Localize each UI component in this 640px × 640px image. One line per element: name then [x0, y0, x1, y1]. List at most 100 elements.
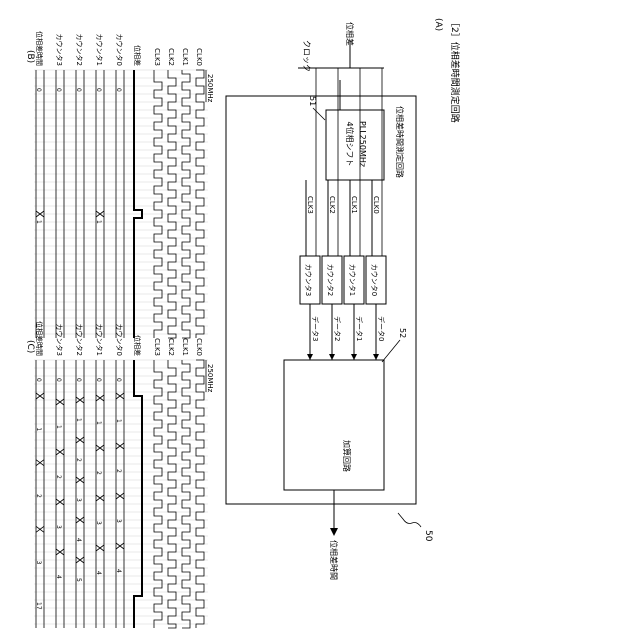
inner-title: 位相差時間測定回路	[395, 106, 405, 178]
data-label-3: データ3	[311, 316, 320, 341]
panel_c-bus-start-4: 0	[35, 378, 42, 382]
panel_c-bus-value: 3	[55, 525, 62, 529]
panel-b-timing: (B) 250MHzCLK0 CLK1 CLK2 CLK3 位相差カウンタ0 カウンタ1 カウ…	[25, 31, 214, 338]
panel_b-bus-start-3: 0	[55, 88, 62, 92]
data-label-2: データ2	[333, 316, 342, 341]
output-arrow	[330, 528, 338, 536]
panel_c-bus-cross	[56, 449, 64, 455]
panel_b-row-label-3: CLK3	[153, 48, 161, 66]
phase-input-label: 位相差	[345, 22, 355, 46]
panel_c-label: (C)	[25, 340, 35, 353]
panel-a-label: (A)	[433, 18, 443, 31]
panel_c-bus-value: 1	[95, 421, 102, 425]
panel_b-row-label-7: カウンタ2	[75, 34, 84, 66]
panel_c-row-label-5: カウンタ0	[115, 324, 124, 356]
panel_c-bus-value: 3	[95, 521, 102, 525]
panel_c-row-label-3: CLK3	[153, 338, 161, 356]
panel_b-row-label-8: カウンタ3	[55, 34, 64, 66]
clock-input-label: クロック	[302, 40, 311, 72]
panel_b-bus-start-0: 0	[115, 88, 122, 92]
panel_b-row-label-4: 位相差	[133, 45, 142, 66]
panel_b-row-label-0: CLK0	[195, 48, 203, 66]
panel_b-bus-start-4: 0	[35, 88, 42, 92]
pll-line1: PLL250MHz	[358, 121, 367, 167]
pll-line2: 4位相シフト	[345, 121, 355, 166]
panel_c-freq-label: 250MHz	[206, 364, 214, 393]
block-50-ref: 50	[423, 530, 433, 542]
panel_c-bus-value: 4	[75, 538, 82, 542]
panel_c-bus-cross	[36, 393, 44, 399]
panel_c-bus-cross	[116, 393, 124, 399]
panel_b-bus-start-2: 0	[75, 88, 82, 92]
pll-box	[326, 110, 384, 180]
panel_c-bus-value: 2	[55, 475, 62, 479]
panel_b-row-label-1: CLK1	[181, 48, 189, 66]
panel_b-clk-wave-2	[168, 70, 176, 338]
panel_b-bus-change-1: 1	[95, 220, 102, 224]
panel_c-bus-start-1: 0	[95, 378, 102, 382]
panel_b-clk-wave-0	[196, 70, 204, 338]
panel_c-bus-value: 2	[95, 471, 102, 475]
panel_b-row-label-6: カウンタ1	[95, 34, 104, 66]
panel_b-bus-start-1: 0	[95, 88, 102, 92]
panel_c-bus-value: 5	[75, 578, 82, 582]
panel_b-freq-label: 250MHz	[206, 74, 214, 103]
calc-ref: 52	[398, 328, 407, 338]
panel_c-bus-value: 1	[75, 418, 82, 422]
panel_c-bus-start-2: 0	[75, 378, 82, 382]
panel_c-bus-value: 3	[75, 498, 82, 502]
panel_c-clk-wave-2	[168, 360, 176, 628]
counter-label-1: カウンタ1	[348, 264, 357, 296]
panel_c-bus-value: 4	[55, 575, 62, 579]
panel_c-bus-value: 2	[75, 458, 82, 462]
panel-c-timing: (C) 250MHzCLK0 CLK1 CLK2 CLK3 位相差カウンタ0 カウンタ1 カウ…	[25, 321, 214, 628]
block-50-leader	[398, 513, 421, 527]
panel_c-row-label-2: CLK2	[167, 338, 175, 356]
panel_c-row-label-8: カウンタ3	[55, 324, 64, 356]
panel_c-row-label-1: CLK1	[181, 338, 189, 356]
panel_b-row-label-5: カウンタ0	[115, 34, 124, 66]
counter-label-0: カウンタ0	[370, 264, 379, 296]
panel_c-bus-value: 2	[115, 469, 122, 473]
panel-a: ［2］位相差時間測定回路 (A) 50 位相差時間測定回路 PLL250MHz …	[226, 18, 461, 580]
clk-label-3: CLK3	[306, 196, 314, 214]
output-label: 位相差時間	[329, 540, 339, 580]
panel_c-clk-wave-0	[196, 360, 204, 628]
panel_c-row-label-9: 位相差時間	[35, 321, 44, 356]
panel_c-bus-value: 3	[115, 519, 122, 523]
panel_c-bus-cross	[36, 526, 44, 532]
panel_b-label: (B)	[25, 50, 35, 63]
panel_c-row-label-4: 位相差	[133, 335, 142, 356]
panel_c-bus-cross	[36, 460, 44, 466]
panel-a-caption: ［2］位相差時間測定回路	[449, 18, 461, 123]
panel_c-row-label-7: カウンタ2	[75, 324, 84, 356]
counter-label-3: カウンタ3	[304, 264, 313, 296]
panel_c-bus-value: 1	[35, 427, 42, 431]
panel_c-bus-value: 4	[95, 571, 102, 575]
panel_c-bus-value: 1	[115, 419, 122, 423]
calc-box	[284, 360, 384, 490]
panel_c-bus-end-4: 17	[35, 602, 42, 610]
panel_b-row-label-2: CLK2	[167, 48, 175, 66]
panel_c-bus-value: 4	[115, 569, 122, 573]
clk-label-0: CLK0	[372, 196, 380, 214]
panel_b-row-label-9: 位相差時間	[35, 31, 44, 66]
panel_c-bus-value: 2	[35, 494, 42, 498]
data-label-0: データ0	[377, 316, 386, 341]
panel_b-bus-change-4: 1	[35, 220, 42, 224]
clk-label-2: CLK2	[328, 196, 336, 214]
panel_c-bus-start-0: 0	[115, 378, 122, 382]
calc-label: 加算回路	[342, 440, 352, 472]
panel_c-bus-value: 3	[35, 561, 42, 565]
panel_c-bus-value: 1	[55, 425, 62, 429]
panel_c-row-label-6: カウンタ1	[95, 324, 104, 356]
counter-label-2: カウンタ2	[326, 264, 335, 296]
panel_c-row-label-0: CLK0	[195, 338, 203, 356]
data-label-1: データ1	[355, 316, 364, 341]
clk-label-1: CLK1	[350, 196, 358, 214]
panel_c-bus-start-3: 0	[55, 378, 62, 382]
panel_c-bus-cross	[96, 545, 104, 551]
